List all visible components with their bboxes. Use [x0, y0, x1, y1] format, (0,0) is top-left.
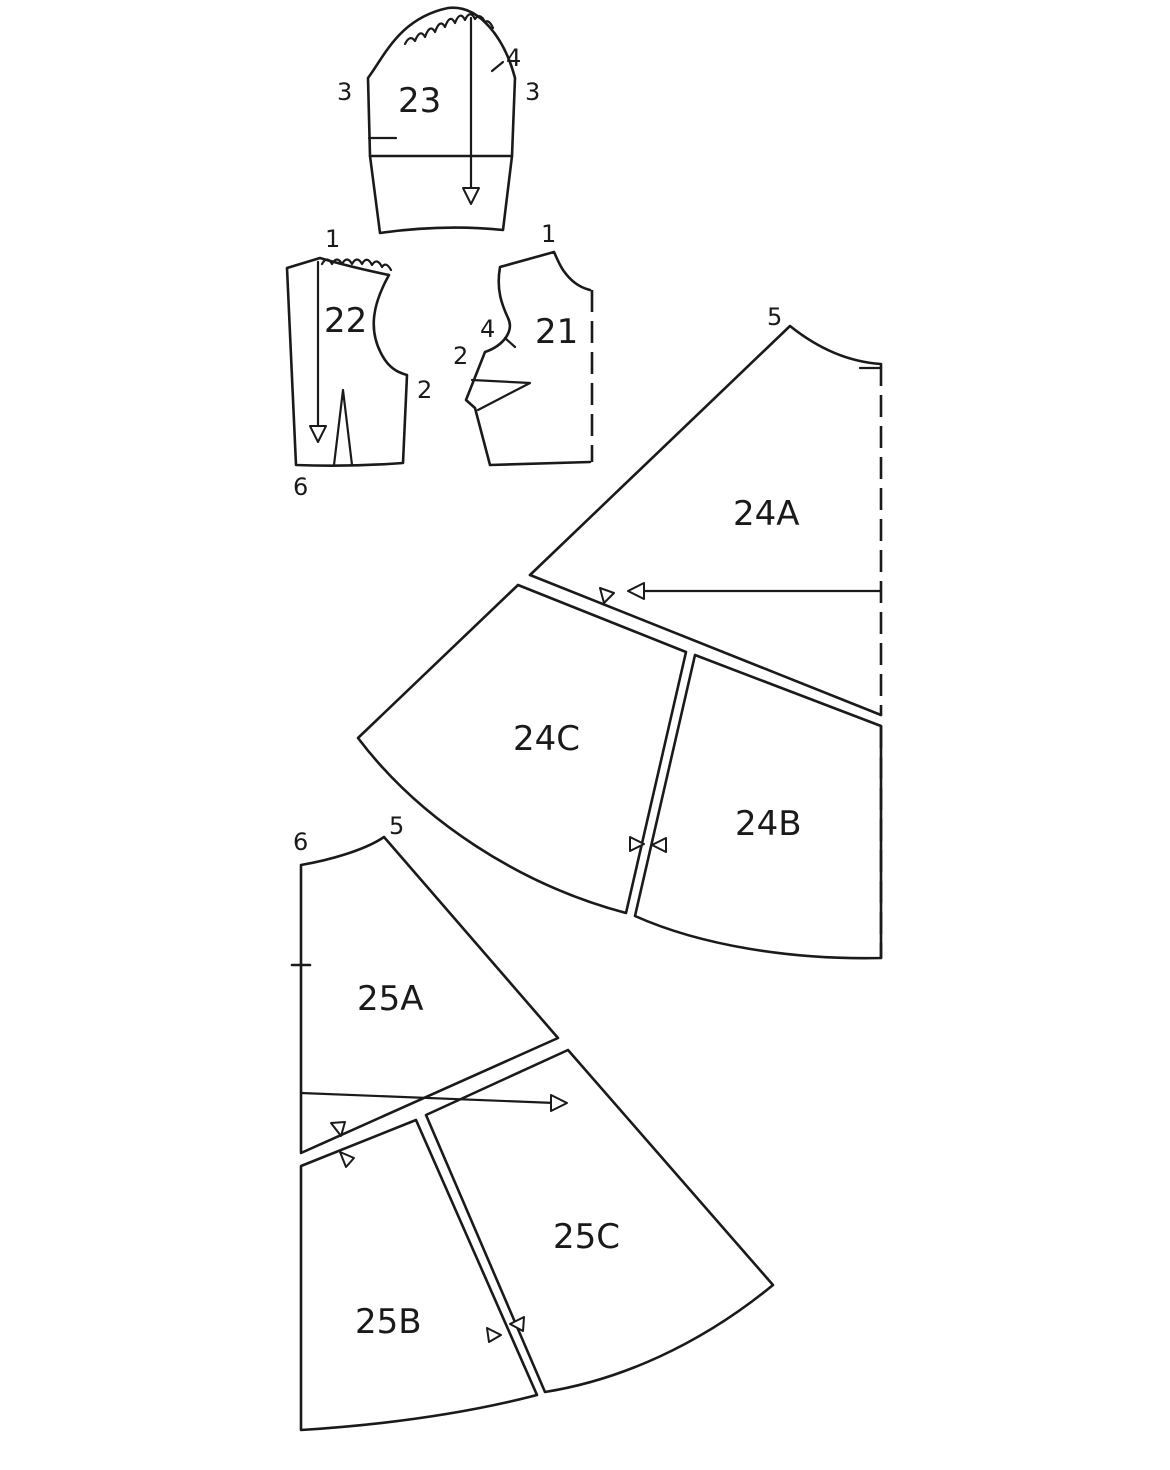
piece-25A-grainline-arrowhead — [550, 1094, 568, 1112]
notch-number: 4 — [506, 44, 521, 72]
sleeve-gathering-mark — [403, 13, 495, 46]
piece-24C-outline — [356, 583, 688, 915]
piece-22-label: 22 — [324, 301, 367, 341]
piece-24A-seam — [528, 573, 883, 717]
notch-number: 6 — [293, 828, 308, 856]
piece-24B-label: 24B — [735, 804, 802, 844]
notch-marker — [330, 1121, 346, 1137]
piece-24-back-skirt: 24A 5 24C 24B — [356, 303, 883, 960]
notch-number: 1 — [325, 225, 340, 253]
piece-21-label: 21 — [535, 312, 578, 352]
front-notch-4 — [503, 336, 517, 349]
piece-23-sleeve: 23 3 3 4 — [337, 6, 540, 235]
notch-number: 2 — [417, 376, 432, 404]
piece-23-label: 23 — [398, 81, 441, 121]
notch-number: 5 — [767, 303, 782, 331]
sleeve-outline — [366, 6, 517, 235]
notch-number: 3 — [337, 78, 352, 106]
piece-24B-outline — [633, 653, 883, 960]
piece-24A-outline — [528, 324, 883, 577]
notch-number: 1 — [541, 220, 556, 248]
back-waist-dart — [332, 388, 354, 467]
piece-25B-label: 25B — [355, 1302, 422, 1342]
piece-25B-outline — [299, 1118, 539, 1432]
notch-number: 3 — [525, 78, 540, 106]
piece-24A-label: 24A — [733, 494, 800, 534]
back-grainline-arrowhead — [309, 425, 327, 443]
notch-number: 4 — [480, 315, 495, 343]
notch-marker — [599, 587, 615, 604]
back-bodice-outline — [285, 256, 409, 467]
notch-number: 2 — [453, 342, 468, 370]
front-side-dart — [470, 378, 532, 412]
piece-25A-outline — [299, 835, 560, 1155]
notch-marker — [651, 837, 667, 853]
piece-22-back-bodice: 22 1 2 6 — [285, 225, 432, 501]
notch-marker — [486, 1327, 502, 1343]
piece-25A-grainline — [299, 1091, 557, 1105]
piece-21-front-bodice: 21 1 4 2 — [453, 220, 594, 467]
piece-25A-label: 25A — [357, 979, 424, 1019]
front-bodice-outline — [464, 250, 592, 467]
notch-marker — [339, 1151, 355, 1168]
notch-marker — [629, 836, 645, 852]
sleeve-notch-4 — [490, 60, 505, 73]
piece-24C-label: 24C — [513, 719, 580, 759]
piece-25C-label: 25C — [553, 1217, 620, 1257]
piece-24A-grainline-arrowhead — [627, 582, 645, 600]
sleeve-grainline-arrowhead — [462, 187, 480, 205]
back-gathering-mark — [320, 258, 393, 272]
piece-25C-outline — [424, 1048, 775, 1394]
notch-number: 5 — [389, 812, 404, 840]
notch-marker — [509, 1316, 525, 1332]
notch-number: 6 — [293, 473, 308, 501]
piece-25-front-skirt: 25A 6 5 25C 25B — [290, 812, 775, 1432]
